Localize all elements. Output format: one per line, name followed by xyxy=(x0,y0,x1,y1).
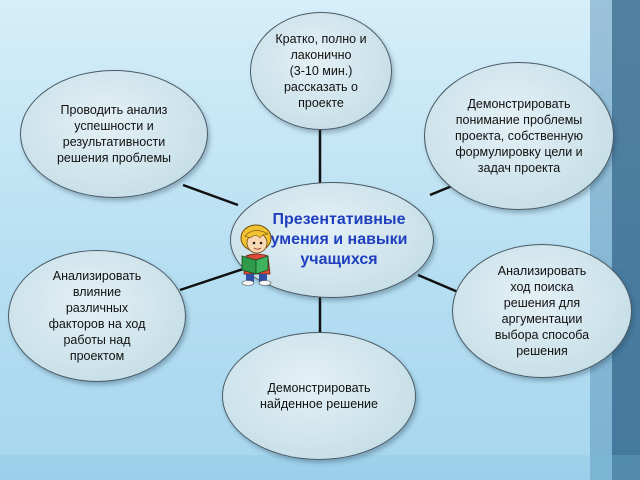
background-stripe xyxy=(612,0,640,480)
node-bottom-left: Анализировать влияние различных факторов… xyxy=(8,250,186,382)
connector-top-left xyxy=(182,183,239,207)
node-bottom-right: Анализировать ход поиска решения для арг… xyxy=(452,244,632,378)
node-top-left: Проводить анализ успешности и результати… xyxy=(20,70,208,198)
node-bottom-right-text: Анализировать ход поиска решения для арг… xyxy=(494,264,590,358)
connector-top-right xyxy=(429,184,453,197)
reading-child-icon xyxy=(240,224,272,286)
node-top-text: Кратко, полно и лаконично (3-10 мин.) ра… xyxy=(275,32,367,110)
connector-bottom-right xyxy=(417,273,459,294)
node-bottom-text: Демонстрировать найденное решение xyxy=(260,381,378,411)
node-top: Кратко, полно и лаконично (3-10 мин.) ра… xyxy=(250,12,392,130)
node-top-right-text: Демонстрировать понимание проблемы проек… xyxy=(455,97,583,175)
node-top-right: Демонстрировать понимание проблемы проек… xyxy=(424,62,614,210)
node-bottom: Демонстрировать найденное решение xyxy=(222,332,416,460)
node-center-text: Презентативные умения и навыки учащихся xyxy=(270,211,408,268)
node-bottom-left-text: Анализировать влияние различных факторов… xyxy=(48,269,146,363)
node-top-left-text: Проводить анализ успешности и результати… xyxy=(56,103,172,165)
